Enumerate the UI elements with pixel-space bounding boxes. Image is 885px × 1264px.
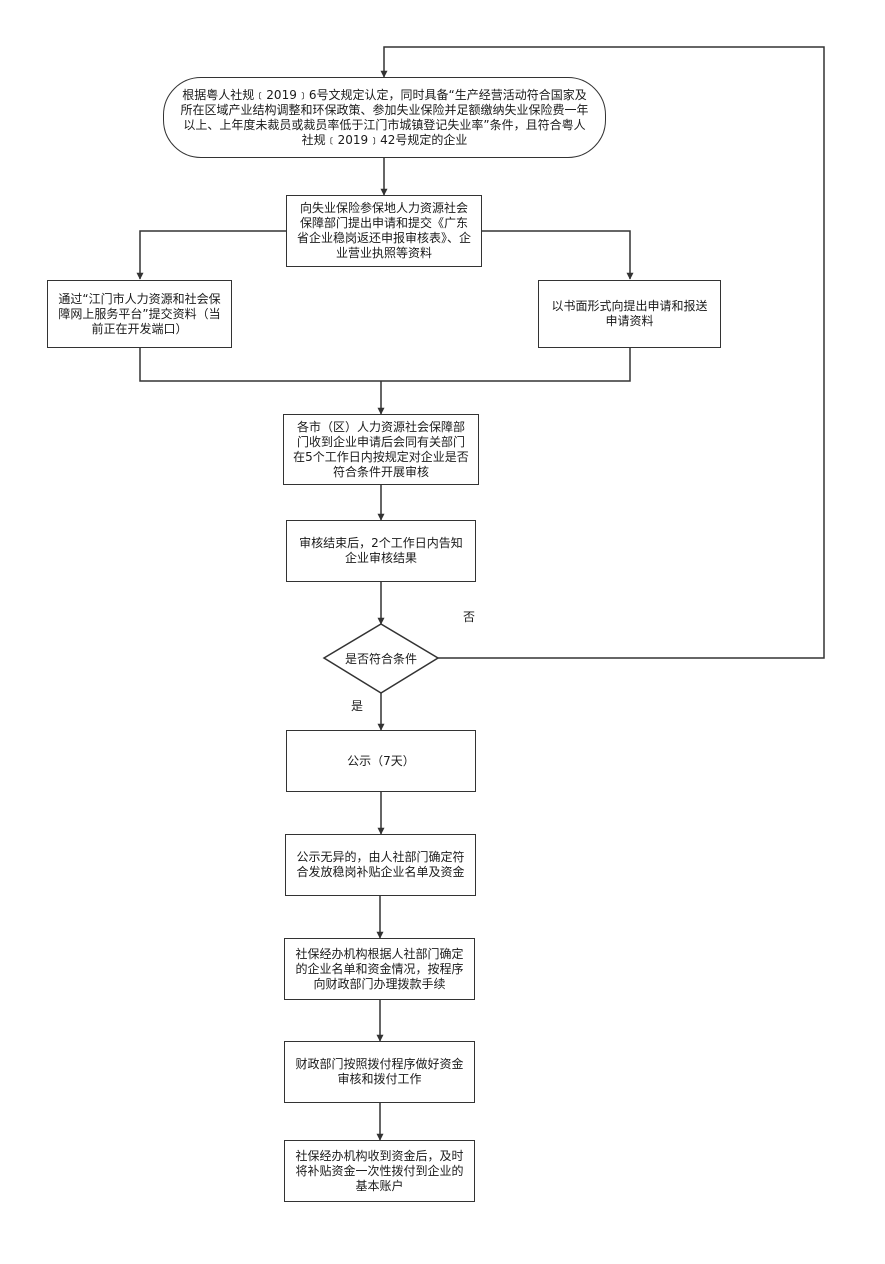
review-node: 各市（区）人力资源社会保障部门收到企业申请后会同有关部门在5个工作日内按规定对企… [283, 414, 479, 485]
edge-online-merge [139, 348, 631, 382]
decision-label: 是否符合条件 [344, 652, 417, 666]
edge-apply-to-written [482, 230, 634, 280]
edge-label-yes: 是 [351, 699, 364, 713]
edge-decision-no-loop [380, 46, 825, 659]
publicity-node: 公示（7天） [286, 730, 476, 792]
edge-apply-to-online [136, 230, 286, 280]
transfer-node: 社保经办机构根据人社部门确定的企业名单和资金情况，按程序向财政部门办理拨款手续 [284, 938, 475, 1000]
decision-diamond [322, 623, 440, 694]
written-submit-node: 以书面形式向提出申请和报送申请资料 [538, 280, 721, 348]
notify-node: 审核结束后，2个工作日内告知企业审核结果 [286, 520, 476, 582]
start-node: 根据粤人社规﹝2019﹞6号文规定认定，同时具备“生产经营活动符合国家及所在区域… [163, 77, 606, 158]
pay-node: 社保经办机构收到资金后，及时将补贴资金一次性拨付到企业的基本账户 [284, 1140, 475, 1202]
confirm-node: 公示无异的，由人社部门确定符合发放稳岗补贴企业名单及资金 [285, 834, 476, 896]
apply-node: 向失业保险参保地人力资源社会保障部门提出申请和提交《广东省企业稳岗返还申报审核表… [286, 195, 482, 267]
online-submit-node: 通过“江门市人力资源和社会保障网上服务平台”提交资料（当前正在开发端口） [47, 280, 232, 348]
edge-label-no: 否 [463, 610, 476, 624]
finance-node: 财政部门按照拨付程序做好资金审核和拨付工作 [284, 1041, 475, 1103]
